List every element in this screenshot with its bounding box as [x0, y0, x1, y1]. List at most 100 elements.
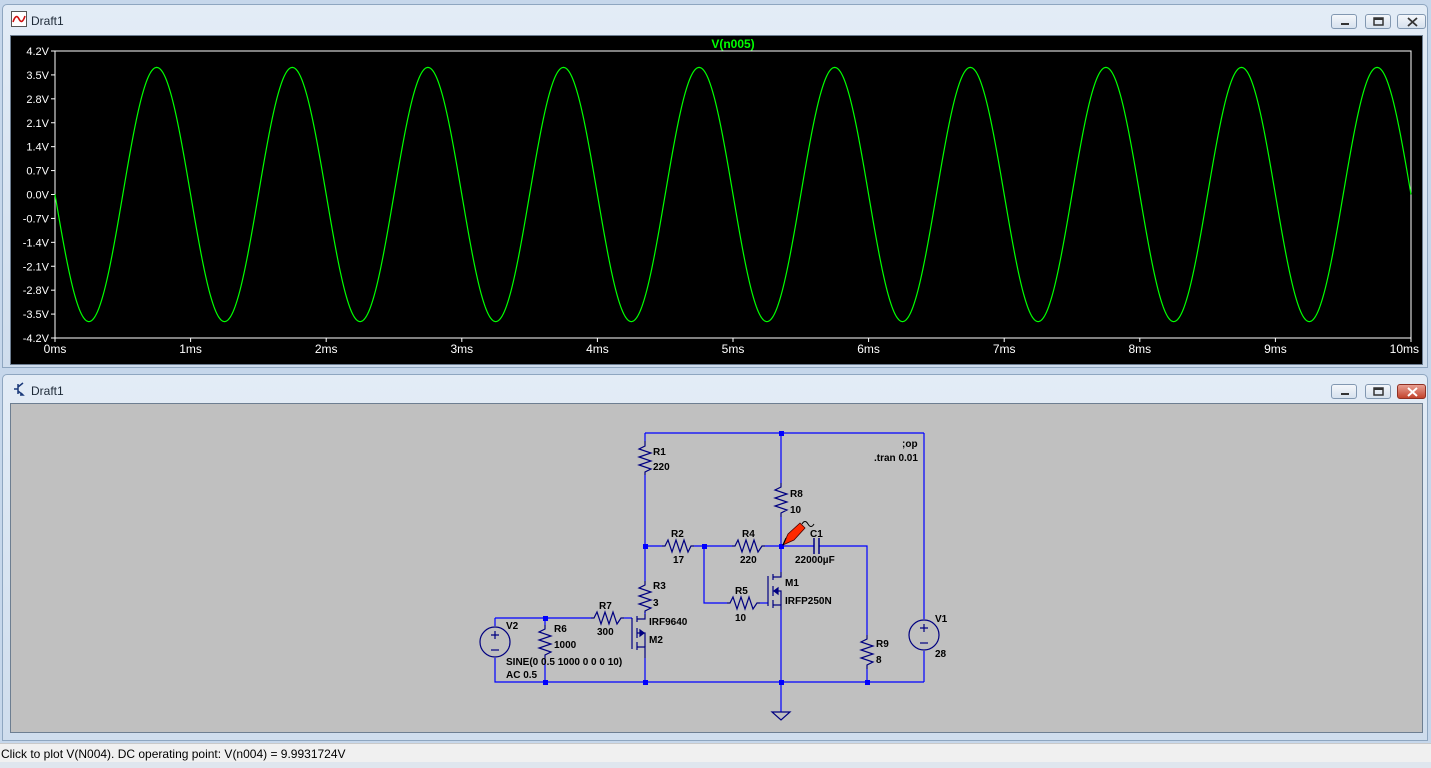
x-tick-label: 5ms [722, 342, 745, 356]
r4-ref: R4 [742, 529, 755, 540]
resistor-r1[interactable] [637, 441, 653, 475]
y-tick-label: 2.8V [26, 94, 49, 106]
r7-ref: R7 [599, 601, 612, 612]
restore-button[interactable] [1365, 384, 1391, 399]
y-tick-label: -1.4V [23, 237, 50, 249]
waveform-window-title: Draft1 [31, 14, 64, 28]
directive-tran[interactable]: .tran 0.01 [874, 453, 918, 464]
y-tick-label: -2.8V [23, 285, 50, 297]
x-tick-label: 6ms [857, 342, 880, 356]
schematic-drawing[interactable]: ;op .tran 0.01 R1 220 R2 17 R3 3 R4 220 … [11, 404, 1422, 732]
waveform-icon [11, 11, 27, 27]
v2-value: SINE(0 0.5 1000 0 0 0 10) [506, 657, 622, 668]
r8-value: 10 [790, 505, 802, 516]
resistor-r6[interactable] [537, 625, 553, 659]
r5-ref: R5 [735, 586, 748, 597]
minimize-button[interactable] [1331, 384, 1357, 399]
minimize-icon [1341, 393, 1349, 395]
status-text: Click to plot V(N004). DC operating poin… [1, 747, 346, 761]
schematic-window: Draft1 [2, 374, 1428, 741]
minimize-button[interactable] [1331, 14, 1357, 29]
junctions [543, 431, 870, 685]
m2-ref: M2 [649, 635, 663, 646]
y-tick-label: 2.1V [26, 118, 49, 130]
trace-label[interactable]: V(n005) [711, 37, 754, 51]
x-tick-label: 2ms [315, 342, 338, 356]
resistor-r4[interactable] [732, 538, 765, 554]
schematic-window-title: Draft1 [31, 384, 64, 398]
waveform-window-titlebar[interactable]: Draft1 [3, 5, 1427, 35]
minimize-icon [1341, 23, 1349, 25]
y-tick-label: 4.2V [26, 46, 49, 58]
r7-value: 300 [597, 627, 614, 638]
r2-ref: R2 [671, 529, 684, 540]
resistor-r3[interactable] [637, 581, 653, 613]
y-tick-label: 0.0V [26, 190, 49, 202]
voltage-source-v2[interactable] [479, 626, 511, 658]
schematic-canvas[interactable]: ;op .tran 0.01 R1 220 R2 17 R3 3 R4 220 … [10, 403, 1423, 733]
close-icon [1407, 17, 1418, 27]
r5-value: 10 [735, 613, 747, 624]
m2-value: IRF9640 [649, 617, 688, 628]
v2-ref: V2 [506, 621, 519, 632]
resistor-r8[interactable] [773, 483, 789, 517]
r6-ref: R6 [554, 624, 567, 635]
mosfet-m2[interactable] [631, 614, 646, 658]
r4-value: 220 [740, 555, 757, 566]
status-bar: Click to plot V(N004). DC operating poin… [0, 743, 1431, 762]
capacitor-c1[interactable] [813, 538, 820, 554]
y-tick-label: 0.7V [26, 166, 49, 178]
r3-ref: R3 [653, 581, 666, 592]
x-tick-label: 0ms [44, 342, 67, 356]
close-icon [1407, 387, 1418, 397]
close-button[interactable] [1397, 14, 1426, 29]
r9-ref: R9 [876, 639, 889, 650]
x-tick-label: 9ms [1264, 342, 1287, 356]
resistor-r9[interactable] [859, 635, 875, 669]
waveform-plot-pane[interactable]: V(n005) 4.2V 3.5V 2.8V 2.1V 1.4V 0.7V 0.0V -0.7V… [10, 35, 1423, 365]
x-tick-label: 10ms [1390, 342, 1419, 356]
schematic-window-titlebar[interactable]: Draft1 [3, 375, 1427, 405]
mosfet-m1[interactable] [767, 572, 782, 610]
r2-value: 17 [673, 555, 685, 566]
wires [494, 432, 925, 712]
resistor-r5[interactable] [727, 595, 760, 611]
waveform-window: Draft1 V(n005) 4.2V 3.5V 2.8V 2.1V 1.4V 0.7V 0.… [2, 4, 1428, 368]
r3-value: 3 [653, 598, 659, 609]
schematic-icon [14, 382, 25, 396]
voltage-probe-cursor [782, 521, 815, 546]
x-tick-label: 4ms [586, 342, 609, 356]
r1-value: 220 [653, 462, 670, 473]
r8-ref: R8 [790, 489, 803, 500]
waveform-chart[interactable]: V(n005) 4.2V 3.5V 2.8V 2.1V 1.4V 0.7V 0.0V -0.7V… [11, 36, 1422, 364]
directive-op[interactable]: ;op [902, 439, 918, 450]
restore-icon [1373, 387, 1384, 396]
resistor-r2[interactable] [662, 538, 694, 554]
restore-button[interactable] [1365, 14, 1391, 29]
y-tick-label: -0.7V [23, 213, 50, 225]
restore-icon [1373, 17, 1384, 26]
r1-ref: R1 [653, 447, 666, 458]
v1-ref: V1 [935, 614, 948, 625]
y-tick-label: 1.4V [26, 142, 49, 154]
close-button[interactable] [1397, 384, 1426, 399]
x-tick-label: 1ms [179, 342, 202, 356]
voltage-source-v1[interactable] [908, 619, 940, 651]
r6-value: 1000 [554, 640, 577, 651]
m1-ref: M1 [785, 578, 799, 589]
x-tick-label: 7ms [993, 342, 1016, 356]
c1-value: 22000µF [795, 555, 835, 566]
resistor-r7[interactable] [591, 610, 624, 626]
taskbar-strip [0, 762, 1431, 768]
trace-v-n005[interactable] [54, 66, 1412, 323]
v1-value: 28 [935, 649, 947, 660]
y-tick-label: 3.5V [26, 70, 49, 82]
c1-ref: C1 [810, 529, 823, 540]
y-tick-label: -3.5V [23, 309, 50, 321]
x-tick-label: 8ms [1128, 342, 1151, 356]
x-tick-label: 3ms [450, 342, 473, 356]
v2-ac-value: AC 0.5 [506, 670, 538, 681]
m1-value: IRFP250N [785, 596, 832, 607]
ground-symbol[interactable] [770, 711, 792, 721]
y-tick-label: -4.2V [23, 333, 50, 345]
